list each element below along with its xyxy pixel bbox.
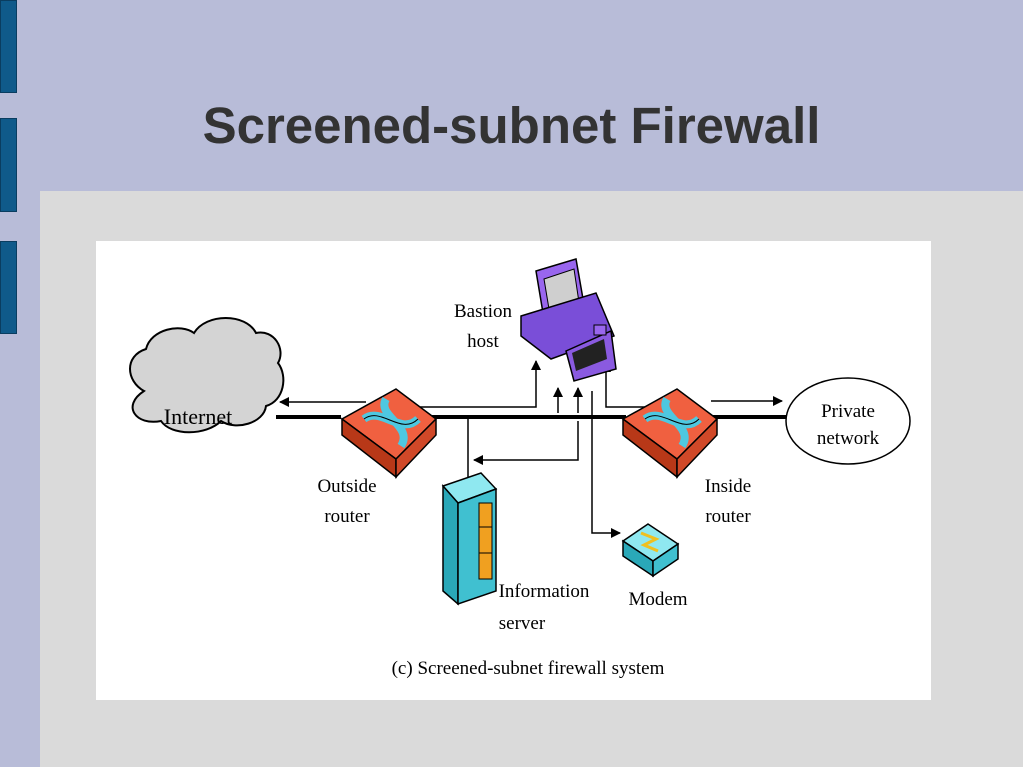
private-network-node: Private network xyxy=(785,377,911,465)
diagram-caption: (c) Screened-subnet firewall system xyxy=(392,658,665,679)
traffic-arrows xyxy=(279,360,783,541)
bastion-host-icon xyxy=(520,258,617,382)
information-server-label-line2: server xyxy=(499,613,546,634)
side-tab-3 xyxy=(0,241,17,334)
side-tab-2 xyxy=(0,118,17,212)
modem-icon xyxy=(621,523,680,578)
bastion-host-label-line1: Bastion xyxy=(454,301,513,322)
slide-title: Screened-subnet Firewall xyxy=(202,97,821,154)
information-server-label-line1: Information xyxy=(499,581,590,602)
modem-label: Modem xyxy=(628,589,687,610)
internet-cloud: Internet xyxy=(129,317,285,434)
inside-router-label-line2: router xyxy=(705,506,751,527)
private-network-label-line1: Private xyxy=(821,401,875,422)
network-diagram: Internet Private network Outside router … xyxy=(96,241,931,700)
information-server-icon xyxy=(441,472,498,606)
outside-router-label-line1: Outside xyxy=(317,476,376,497)
outside-router-label-line2: router xyxy=(324,506,370,527)
outside-router-icon xyxy=(340,388,438,479)
bastion-host-label-line2: host xyxy=(467,331,499,352)
internet-label: Internet xyxy=(164,404,232,429)
inside-router-icon xyxy=(621,388,719,479)
side-tab-1 xyxy=(0,0,17,93)
private-network-label-line2: network xyxy=(817,428,880,449)
inside-router-label-line1: Inside xyxy=(705,476,751,497)
